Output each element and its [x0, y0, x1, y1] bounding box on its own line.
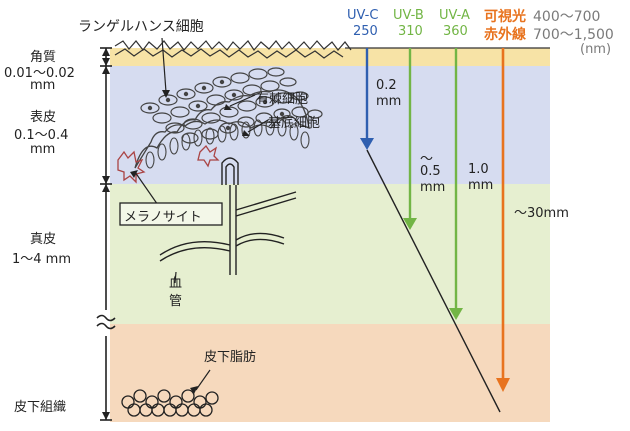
uva-wavelength: 360: [443, 24, 468, 39]
layer-corneum-name: 角質: [30, 50, 57, 65]
infrared-depth: 〜30mm: [514, 206, 569, 221]
uva-depth: 1.0: [468, 162, 489, 177]
uva-name: UV-A: [439, 8, 470, 23]
label-spinous: 有棘細胞: [256, 92, 309, 107]
melanocyte-shape: [117, 150, 146, 184]
uvb-name: UV-B: [393, 8, 424, 23]
uvc-ray: [360, 48, 374, 150]
scale-arrowheads: [102, 48, 110, 420]
visible-name: 可視光: [484, 9, 526, 25]
layer-corneum-thickness: 0.01〜0.02: [4, 66, 75, 81]
uvc-wavelength: 250: [353, 24, 378, 39]
layer-epidermis-name: 表皮: [30, 110, 57, 125]
layer-epidermis-thickness: 0.1〜0.4: [14, 128, 69, 143]
layer-corneum-unit: mm: [30, 78, 56, 93]
label-langerhans: ランゲルハンス細胞: [78, 19, 204, 35]
uvb-ray: [403, 48, 417, 230]
annotation-pointers: [134, 37, 269, 391]
infrared-wavelength: 700〜1,500: [533, 27, 614, 43]
layer-epidermis-unit: mm: [30, 142, 56, 157]
uva-depth-unit: mm: [468, 178, 494, 193]
uvc-depth-unit: mm: [376, 94, 402, 109]
layer-dermis-thickness: 1〜4 mm: [12, 252, 72, 267]
uvc-depth: 0.2: [376, 78, 397, 93]
melanocyte-label-box: [119, 202, 223, 226]
label-basal: 基底細胞: [268, 116, 321, 131]
infrared-ray: [496, 48, 510, 392]
wavelength-unit: (nm): [580, 42, 612, 57]
visible-wavelength: 400〜700: [533, 9, 601, 25]
layer-subcutis-name: 皮下組織: [14, 400, 67, 415]
blood-vessels: [159, 157, 297, 275]
annotation-arrowheads: [130, 90, 250, 394]
uvc-name: UV-C: [347, 8, 379, 23]
label-fat: 皮下脂肪: [204, 350, 257, 365]
layer-dermis-name: 真皮: [30, 232, 57, 247]
label-melanocyte: メラノサイト: [124, 210, 202, 225]
stratum-corneum-texture: [114, 40, 352, 59]
uvb-depth-unit: mm: [420, 180, 446, 195]
epidermis-cells: [140, 67, 323, 144]
corneum-band: [110, 48, 550, 66]
infrared-name: 赤外線: [484, 27, 526, 43]
uvb-depth: 0.5: [420, 164, 441, 179]
label-blood-vessel-1: 血: [169, 276, 183, 291]
diagonal-depth-line: [366, 149, 501, 413]
melanocyte-shape-2: [197, 144, 220, 168]
uvb-wavelength: 310: [398, 24, 423, 39]
uva-ray: [449, 48, 463, 320]
fat-cells: [121, 389, 219, 417]
basal-membrane: [134, 89, 310, 169]
basal-cells: [145, 118, 310, 169]
uvb-depth-tilde: 〜: [420, 152, 434, 167]
subcutis-band: [110, 324, 550, 422]
label-blood-vessel-2: 管: [169, 294, 183, 309]
